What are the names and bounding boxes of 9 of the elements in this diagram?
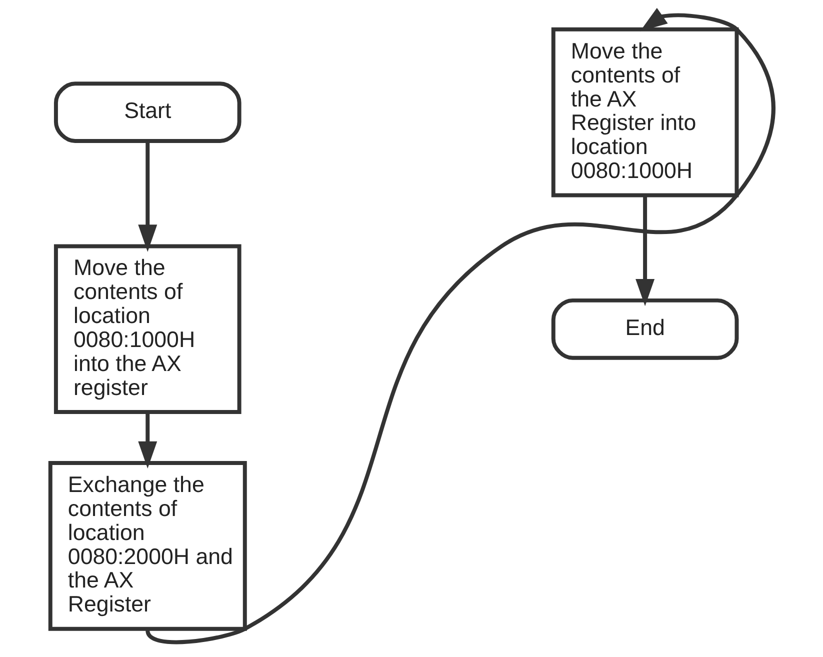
arrow	[138, 412, 157, 469]
node-box: Move the contents of the AX Register into location 0080:1000H	[550, 27, 738, 198]
node-box: Move the contents of location 0080:1000H into the AX register	[53, 244, 241, 414]
node-box: Start	[53, 82, 241, 143]
arrow	[146, 8, 775, 644]
arrow	[635, 195, 654, 306]
node-box: End	[550, 298, 738, 360]
arrow	[138, 141, 157, 252]
node-box: Exchange the contents of location 0080:2000H and the AX Register	[48, 461, 246, 631]
